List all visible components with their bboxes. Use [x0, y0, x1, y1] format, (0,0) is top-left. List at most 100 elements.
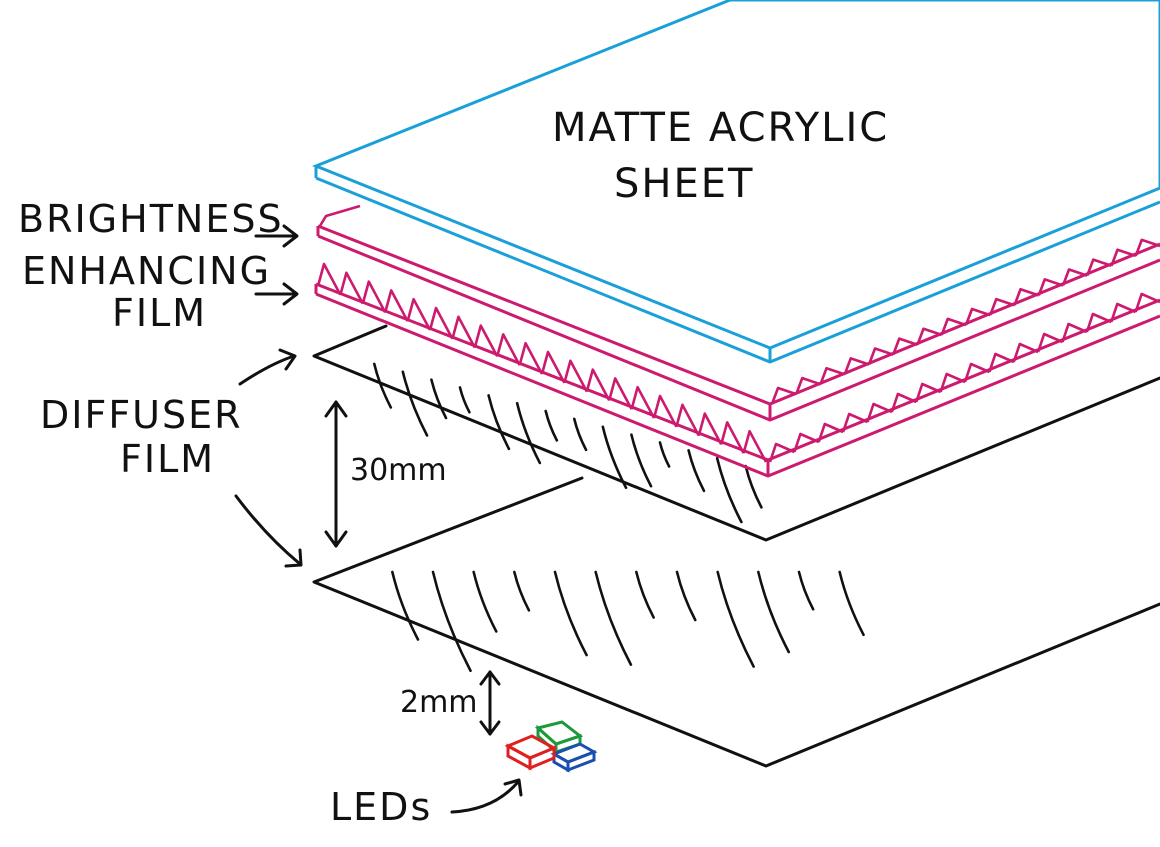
- lower-bef-prism: [428, 306, 454, 340]
- top-diffuser-hatch-stroke: [458, 386, 471, 414]
- top-diffuser-hatch-stroke: [744, 464, 763, 509]
- lower-bef-prism: [1134, 292, 1160, 313]
- top-diffuser-hatch-stroke: [487, 394, 511, 451]
- bottom-diffuser-hatch-stroke: [553, 570, 588, 657]
- top-diffuser-hatching: [372, 362, 763, 524]
- bottom-diffuser-film: [312, 476, 1160, 768]
- lower-bef-prism: [675, 403, 700, 437]
- lower-bef-prism: [793, 432, 820, 453]
- bef-label-line3: FILM: [112, 291, 208, 335]
- top-diffuser-hatch-stroke: [430, 378, 448, 420]
- arrow-to-leds-icon: [450, 778, 523, 814]
- lower-bef-prism: [1012, 342, 1039, 363]
- acrylic-label-line2: SHEET: [614, 161, 755, 207]
- lower-bef-prism: [939, 372, 966, 393]
- upper-bef-prism: [1037, 278, 1064, 296]
- bottom-diffuser-hatch-stroke: [635, 570, 655, 619]
- upper-brightness-enhancing-film: [316, 204, 1160, 422]
- top-diffuser-hatch-stroke: [715, 456, 743, 524]
- lower-bef-prism: [915, 382, 942, 403]
- upper-bef-prism: [770, 386, 797, 405]
- bottom-diffuser-hatching: [391, 570, 865, 673]
- lower-bef-prism: [540, 350, 566, 384]
- lower-bef-prism: [563, 359, 588, 393]
- top-diffuser-hatch-stroke: [601, 425, 628, 490]
- upper-bef-prism: [916, 327, 943, 346]
- bottom-diffuser-hatch-stroke: [757, 570, 791, 654]
- lower-bef-prism: [719, 421, 745, 454]
- matte-acrylic-sheet: [311, 0, 1160, 364]
- lower-bef-prism: [890, 392, 917, 413]
- top-diffuser-hatch-stroke: [372, 362, 393, 409]
- gap-30mm-label: 30mm: [350, 453, 447, 488]
- arrow-to-lower-bef-icon: [254, 282, 299, 306]
- bottom-diffuser-hatch-stroke: [431, 570, 472, 673]
- lower-bef-prism: [316, 262, 342, 296]
- upper-bef-prism: [795, 376, 821, 395]
- bef-label-line1: BRIGHTNESS: [18, 197, 284, 241]
- top-diffuser-hatch-stroke: [572, 417, 588, 452]
- lower-bef-prism: [383, 289, 409, 322]
- upper-bef-prism: [964, 307, 991, 326]
- upper-bef-prism: [867, 347, 894, 365]
- arrow-to-top-diffuser-icon: [238, 348, 297, 386]
- lower-brightness-enhancing-film: [314, 262, 1160, 478]
- arrow-to-bottom-diffuser-icon: [234, 494, 303, 568]
- upper-bef-prism: [1086, 258, 1112, 277]
- lower-bef-prism: [768, 442, 795, 463]
- top-diffuser-hatch-stroke: [515, 401, 542, 465]
- arrow-to-upper-bef-icon: [254, 224, 299, 248]
- leds-label: LEDs: [330, 785, 433, 829]
- upper-bef-prism: [940, 317, 967, 336]
- gap-2mm-label: 2mm: [400, 685, 478, 720]
- lower-bef-prism: [339, 271, 364, 305]
- lower-bef-prism: [652, 394, 678, 428]
- acrylic-label-line1: MATTE ACRYLIC: [552, 105, 890, 151]
- upper-bef-prism: [1110, 248, 1137, 267]
- bottom-diffuser-hatch-stroke: [472, 570, 498, 633]
- upper-bef-prism: [1134, 238, 1160, 257]
- upper-bef-prism: [819, 366, 846, 385]
- upper-bef-prism: [892, 337, 918, 356]
- upper-bef-prism: [318, 204, 361, 227]
- upper-bef-prism: [1013, 287, 1040, 306]
- top-diffuser-hatch-stroke: [401, 370, 429, 437]
- lower-bef-prism: [817, 422, 844, 443]
- lower-bef-prism: [697, 412, 723, 446]
- lower-bef-prism: [495, 333, 521, 366]
- bottom-diffuser-hatch-stroke: [513, 570, 531, 612]
- bottom-diffuser-hatch-stroke: [594, 570, 633, 666]
- upper-bef-prism: [843, 357, 870, 375]
- red-led-icon: [504, 734, 558, 771]
- bottom-diffuser-hatch-stroke: [838, 570, 865, 637]
- lower-bef-prism: [1085, 312, 1112, 333]
- lower-bef-prism: [742, 429, 768, 463]
- upper-bef-prisms: [318, 204, 1160, 405]
- lower-bef-prism: [473, 324, 499, 358]
- bef-label-line2: ENHANCING: [22, 249, 272, 293]
- diffuser-label-line1: DIFFUSER: [40, 393, 243, 437]
- lower-bef-prism: [630, 385, 656, 419]
- lower-bef-prism: [963, 362, 990, 383]
- lower-bef-prism: [518, 341, 544, 375]
- gap-2mm-arrow-icon: [479, 670, 501, 736]
- lower-bef-prism: [451, 315, 476, 349]
- upper-bef-prism: [1061, 268, 1088, 286]
- bottom-diffuser-hatch-stroke: [797, 570, 815, 611]
- lower-bef-prism: [988, 352, 1015, 373]
- upper-bef-prism: [989, 297, 1015, 316]
- bottom-diffuser-hatch-stroke: [716, 570, 755, 668]
- rgb-leds: [504, 720, 598, 773]
- top-diffuser-hatch-stroke: [687, 449, 706, 493]
- lower-bef-prism: [1110, 302, 1137, 323]
- lower-bef-prism: [1036, 332, 1064, 353]
- top-diffuser-hatch-stroke: [544, 409, 559, 442]
- top-diffuser-film: [312, 324, 1160, 542]
- lower-bef-prism: [585, 368, 611, 402]
- pointer-arrows: [234, 224, 523, 814]
- bottom-diffuser-hatch-stroke: [391, 570, 420, 641]
- lower-bef-prisms: [316, 262, 1160, 463]
- lower-bef-prism: [841, 412, 869, 433]
